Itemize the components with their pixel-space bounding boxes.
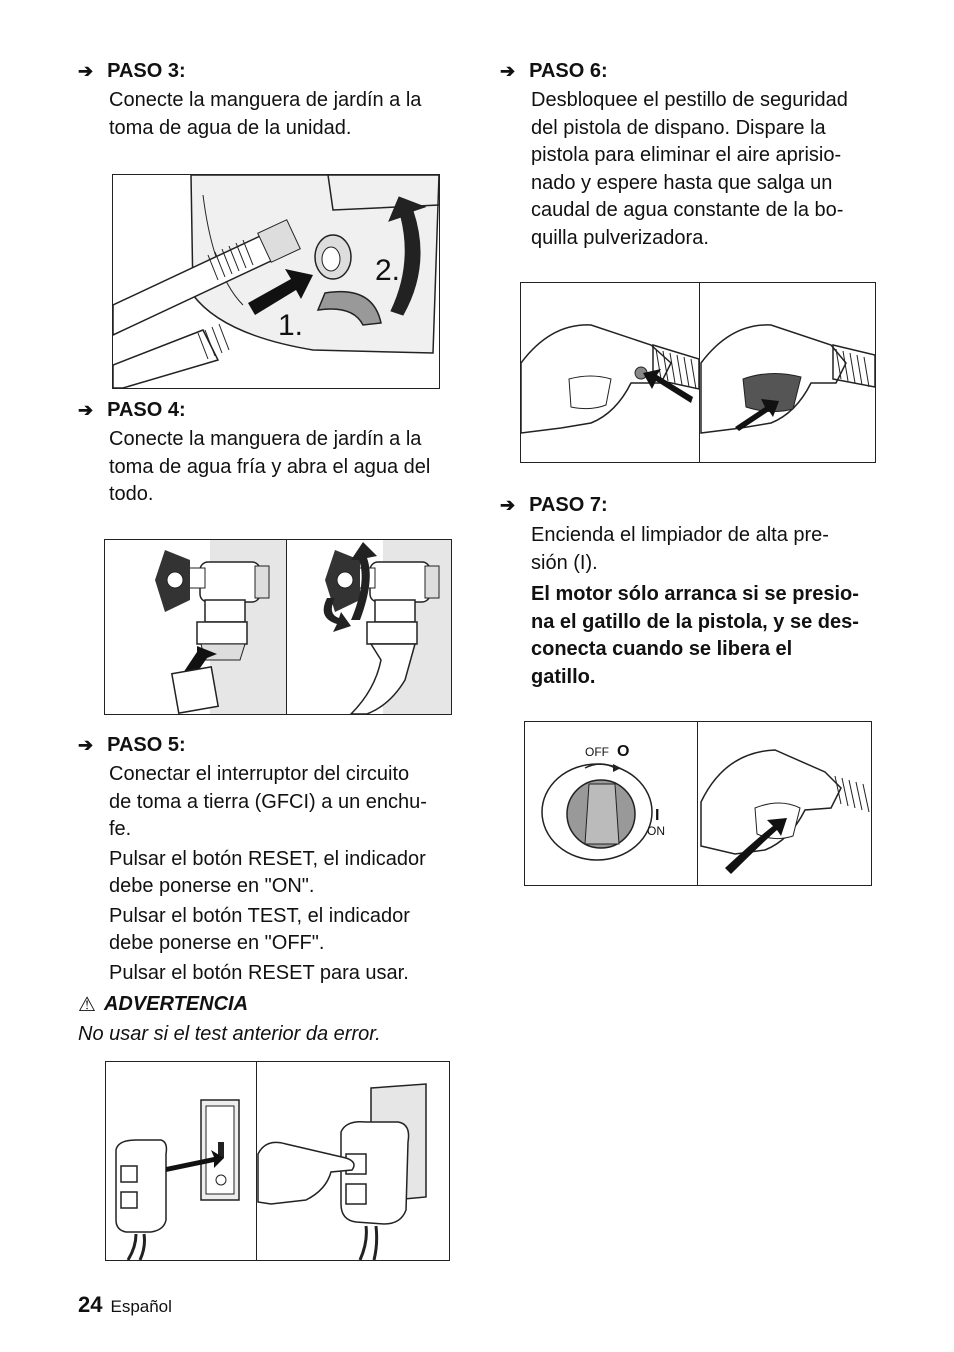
figure-gfci-plug: [105, 1061, 450, 1261]
arrow-right-icon: ➔: [500, 495, 516, 515]
step-5-line: Pulsar el botón TEST, el indicador: [109, 904, 410, 927]
step-5-line: Pulsar el botón RESET para usar.: [109, 961, 409, 984]
step-6-line: pistola para eliminar el aire aprisio-: [531, 144, 842, 166]
step-6-line: caudal de agua constante de la bo-: [531, 199, 844, 221]
step-7-title: PASO 7:: [529, 494, 608, 516]
arrow-right-icon: ➔: [78, 61, 94, 81]
step-3-line: toma de agua de la unidad.: [109, 116, 352, 139]
fig1-label-2: 2.: [375, 254, 400, 287]
page-number: 24: [78, 1292, 103, 1317]
step-5-text: Conectar el interruptor del circuito de …: [109, 761, 427, 987]
page-language: Español: [110, 1297, 172, 1316]
figure-divider: [699, 283, 700, 462]
step-5-line: de toma a tierra (GFCI) a un enchu-: [109, 790, 427, 813]
figure-power-switch: OFF O I ON: [524, 721, 872, 886]
step-6-heading: ➔ PASO 6:: [500, 60, 608, 83]
step-4-text: Conecte la manguera de jardín a la toma …: [109, 426, 430, 509]
step-5-heading: ➔ PASO 5:: [78, 734, 186, 757]
step-4-line: todo.: [109, 483, 154, 505]
step-4-heading: ➔ PASO 4:: [78, 399, 186, 422]
step-5-line: Conectar el interruptor del circuito: [109, 763, 410, 785]
warning-heading: ⚠ ADVERTENCIA: [78, 992, 248, 1017]
step-7-heading: ➔ PASO 7:: [500, 494, 608, 517]
figure-divider: [256, 1062, 257, 1260]
step-6-line: Desbloquee el pestillo de seguridad: [531, 89, 848, 111]
step-6-line: quilla pulverizadora.: [531, 226, 709, 249]
warning-triangle-icon: ⚠: [78, 994, 96, 1016]
on-label: ON: [647, 824, 665, 838]
step-3-title: PASO 3:: [107, 60, 186, 82]
step-6-line: nado y espere hasta que salga un: [531, 171, 833, 194]
step-7-note-line: conecta cuando se libera el: [531, 638, 793, 660]
step-7-note-line: na el gatillo de la pistola, y se des-: [531, 610, 859, 633]
step-5-line: fe.: [109, 818, 132, 840]
step-6-text: Desbloquee el pestillo de seguridad del …: [531, 87, 848, 252]
step-4-line: toma de agua fría y abra el agua del: [109, 455, 431, 478]
spray-gun-illustration: [521, 324, 875, 434]
off-symbol: O: [617, 743, 629, 760]
step-4-title: PASO 4:: [107, 399, 186, 421]
figure-faucet: [104, 539, 452, 715]
off-label: OFF: [585, 745, 609, 759]
step-3-text: Conecte la manguera de jardín a la toma …: [109, 87, 421, 142]
arrow-right-icon: ➔: [500, 61, 516, 81]
warning-text: No usar si el test anterior da error.: [78, 1023, 381, 1045]
figure-hose-unit: 1. 2.: [112, 174, 440, 389]
step-4-line: Conecte la manguera de jardín a la: [109, 428, 422, 450]
arrow-right-icon: ➔: [78, 735, 94, 755]
step-5-title: PASO 5:: [107, 734, 186, 756]
power-switch-illustration: OFF O I ON: [541, 743, 870, 874]
fig1-label-1: 1.: [278, 309, 303, 342]
step-6-title: PASO 6:: [529, 60, 608, 82]
step-5-line: debe ponerse en "ON".: [109, 875, 315, 897]
arrow-right-icon: ➔: [78, 400, 94, 420]
figure-divider: [697, 722, 698, 885]
step-7-text: Encienda el limpiador de alta pre- sión …: [531, 522, 859, 691]
on-symbol: I: [655, 807, 659, 824]
step-7-line: Encienda el limpiador de alta pre-: [531, 524, 829, 546]
step-7-note-line: gatillo.: [531, 665, 596, 688]
warning-title: ADVERTENCIA: [103, 993, 249, 1015]
faucet-illustration: [155, 540, 451, 714]
step-5-line: Pulsar el botón RESET, el indicador: [109, 847, 426, 870]
step-7-line: sión (I).: [531, 551, 598, 574]
figure-divider: [286, 540, 287, 714]
step-3-line: Conecte la manguera de jardín a la: [109, 89, 422, 111]
hose-unit-illustration: 1. 2.: [113, 175, 439, 388]
step-7-note-line: El motor sólo arranca si se presio-: [531, 583, 859, 605]
page-footer: 24 Español: [78, 1292, 172, 1318]
gfci-illustration: [115, 1083, 427, 1260]
step-3-heading: ➔ PASO 3:: [78, 60, 186, 83]
step-5-line: debe ponerse en "OFF".: [109, 932, 325, 954]
step-6-line: del pistola de dispano. Dispare la: [531, 116, 826, 139]
figure-spray-gun: [520, 282, 876, 463]
